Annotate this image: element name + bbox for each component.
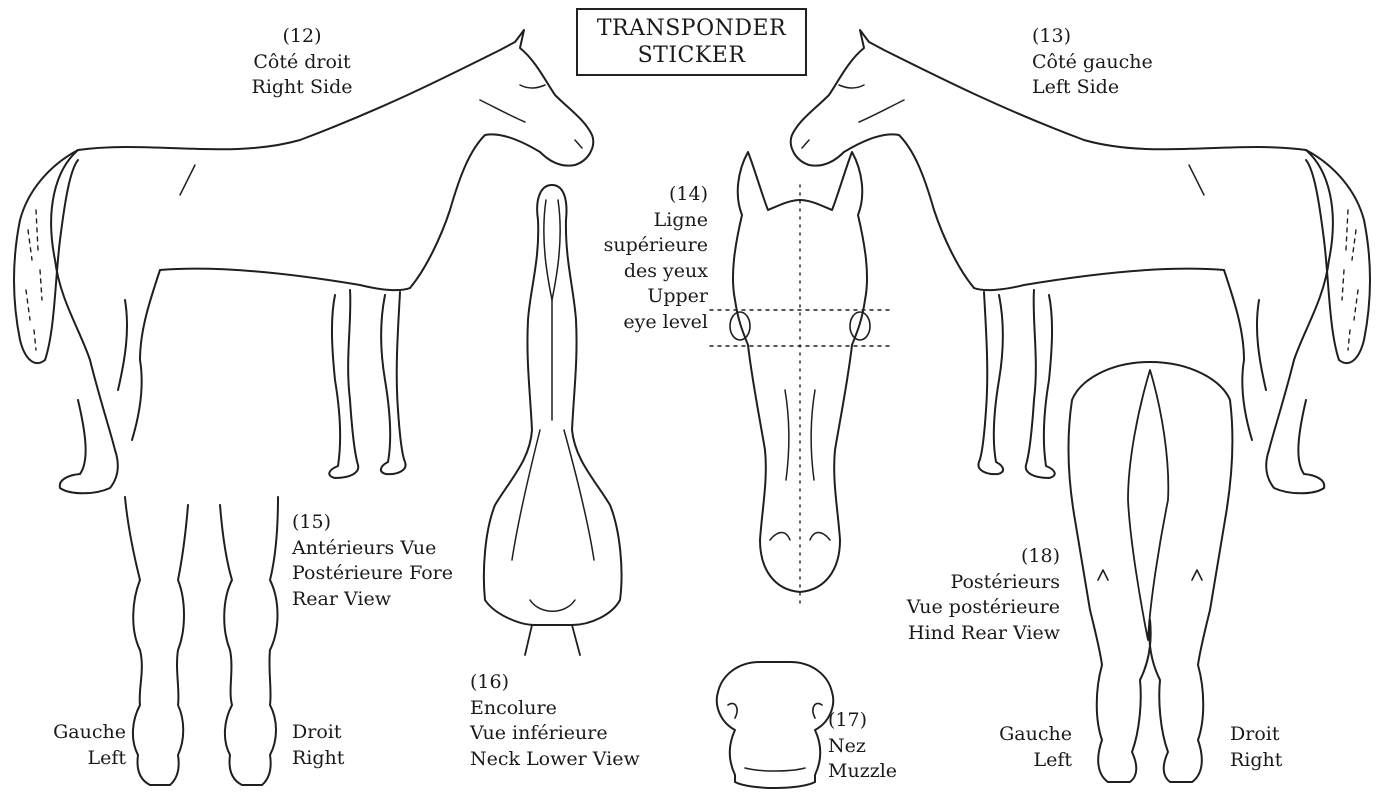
sticker-line-1: TRANSPONDER	[578, 15, 805, 42]
muzzle-view-outline	[717, 662, 833, 788]
label-number: (14)	[584, 182, 708, 208]
hind-right-label: Droit Right	[1230, 722, 1282, 773]
label-line: Postérieurs	[880, 570, 1060, 596]
label-line: Postérieure Fore	[292, 561, 453, 587]
label-line: Left	[970, 748, 1072, 774]
label-line: Nez	[828, 734, 897, 760]
label-line: Upper	[584, 284, 708, 310]
label-number: (13)	[1032, 24, 1153, 50]
label-line: Left	[30, 746, 126, 772]
label-upper-eye-level: (14) Ligne supérieure des yeux Upper eye…	[584, 182, 708, 335]
label-right-side: (12) Côté droit Right Side	[232, 24, 372, 101]
label-muzzle: (17) Nez Muzzle	[828, 708, 897, 785]
label-line: Gauche	[970, 722, 1072, 748]
label-line: Rear View	[292, 587, 453, 613]
label-line: Droit	[292, 720, 344, 746]
label-line: Droit	[1230, 722, 1282, 748]
label-number: (18)	[880, 544, 1060, 570]
label-line: Vue postérieure	[880, 595, 1060, 621]
fore-legs-rear-view-outline	[125, 497, 278, 785]
hind-legs-rear-view-outline	[1068, 362, 1232, 782]
label-line: Côté gauche	[1032, 50, 1153, 76]
label-line: Côté droit	[232, 50, 372, 76]
label-line: Left Side	[1032, 75, 1153, 101]
label-line: Encolure	[470, 696, 640, 722]
label-line: Antérieurs Vue	[292, 536, 453, 562]
label-line: supérieure	[584, 233, 708, 259]
label-left-side: (13) Côté gauche Left Side	[1032, 24, 1153, 101]
label-fore-rear-view: (15) Antérieurs Vue Postérieure Fore Rea…	[292, 510, 453, 612]
fore-left-label: Gauche Left	[30, 720, 126, 771]
label-line: Right Side	[232, 75, 372, 101]
hind-left-label: Gauche Left	[970, 722, 1072, 773]
label-line: Neck Lower View	[470, 747, 640, 773]
transponder-sticker-box: TRANSPONDER STICKER	[576, 8, 807, 76]
label-line: Ligne	[584, 208, 708, 234]
sticker-line-2: STICKER	[578, 42, 805, 69]
label-line: eye level	[584, 310, 708, 336]
fore-right-label: Droit Right	[292, 720, 344, 771]
label-number: (12)	[232, 24, 372, 50]
label-line: Gauche	[30, 720, 126, 746]
label-line: Right	[292, 746, 344, 772]
label-neck-lower-view: (16) Encolure Vue inférieure Neck Lower …	[470, 670, 640, 772]
label-line: Muzzle	[828, 759, 897, 785]
label-line: Right	[1230, 748, 1282, 774]
label-line: des yeux	[584, 259, 708, 285]
label-number: (17)	[828, 708, 897, 734]
label-number: (15)	[292, 510, 453, 536]
label-line: Hind Rear View	[880, 621, 1060, 647]
label-number: (16)	[470, 670, 640, 696]
label-line: Vue inférieure	[470, 721, 640, 747]
head-front-view-outline	[710, 152, 892, 605]
label-hind-rear-view: (18) Postérieurs Vue postérieure Hind Re…	[880, 544, 1060, 646]
